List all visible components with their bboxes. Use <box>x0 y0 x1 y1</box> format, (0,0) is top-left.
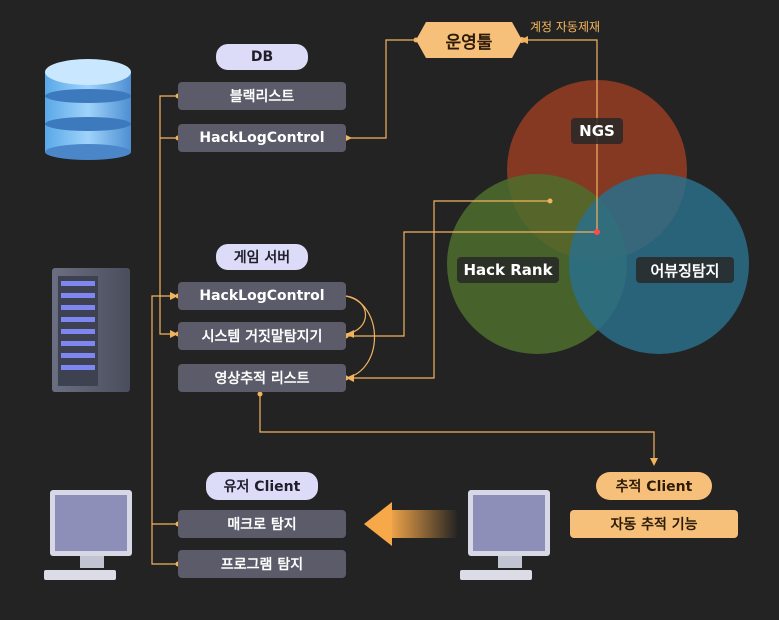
server-item-video-trace-list: 영상추적 리스트 <box>178 364 346 392</box>
server-item-hacklogcontrol: HackLogControl <box>178 282 346 310</box>
auto-trace-feature: 자동 추적 기능 <box>570 510 738 538</box>
client-item-program-detect: 프로그램 탐지 <box>178 550 346 578</box>
connectors <box>151 39 655 565</box>
monitor-icon <box>44 490 132 580</box>
db-item-hacklogcontrol: HackLogControl <box>178 124 346 152</box>
ops-tool-label: 운영툴 <box>445 32 493 53</box>
client-item-macro-detect: 매크로 탐지 <box>178 510 346 538</box>
server-item-lie-detector: 시스템 거짓말탐지기 <box>178 322 346 350</box>
connector-arrows <box>170 36 658 466</box>
monitor-icon <box>460 490 550 580</box>
server-rack-icon <box>52 268 130 392</box>
ops-tool-shape <box>416 22 522 58</box>
venn-label-abuse: 어뷰징탐지 <box>636 257 734 283</box>
database-icon <box>45 59 131 160</box>
db-title: DB <box>216 44 308 70</box>
user-client-title: 유저 Client <box>206 472 318 500</box>
auto-sanction-annotation: 계정 자동제재 <box>530 20 601 34</box>
trace-client-title: 추적 Client <box>596 472 712 500</box>
game-server-title: 게임 서버 <box>216 244 308 270</box>
venn-label-ngs: NGS <box>571 118 623 144</box>
venn-label-hackrank: Hack Rank <box>457 257 559 283</box>
data-flow-arrow <box>364 502 458 546</box>
db-item-blacklist: 블랙리스트 <box>178 82 346 110</box>
